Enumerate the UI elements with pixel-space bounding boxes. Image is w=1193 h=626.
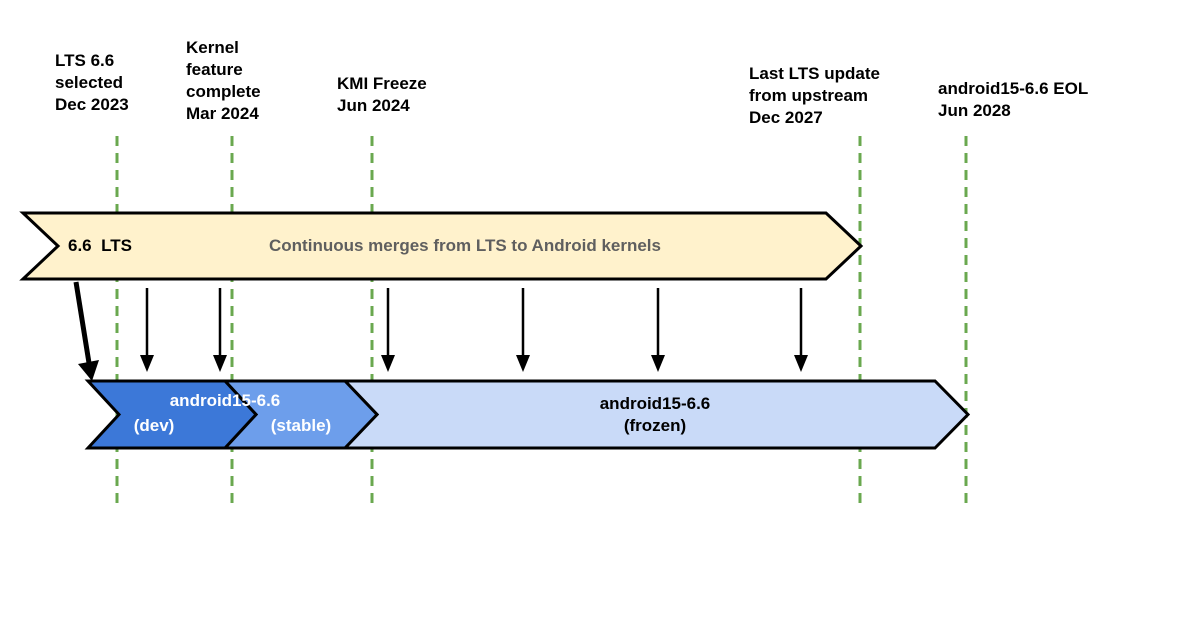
stable-phase-label: (stable) bbox=[270, 416, 332, 435]
dev-phase-label: (dev) bbox=[133, 416, 175, 435]
merge-arrow bbox=[213, 288, 227, 372]
merge-arrow bbox=[381, 288, 395, 372]
dev-segment-shape bbox=[84, 379, 259, 450]
merge-arrow-head bbox=[651, 355, 665, 372]
milestone-label-kmi-freeze: KMI Freeze Jun 2024 bbox=[337, 74, 427, 115]
merge-arrow-head bbox=[794, 355, 808, 372]
lts-merge-description: Continuous merges from LTS to Android ke… bbox=[269, 236, 661, 255]
milestone-label-feature-complete: Kernel feature complete Mar 2024 bbox=[186, 38, 261, 123]
merge-arrow-head bbox=[213, 355, 227, 372]
frozen-phase-label: android15-6.6 (frozen) bbox=[599, 394, 711, 435]
branch-creation-arrow bbox=[73, 281, 99, 381]
branch-name-label: android15-6.6 bbox=[169, 391, 281, 410]
milestone-label-lts-selected: LTS 6.6 selected Dec 2023 bbox=[55, 51, 129, 114]
milestone-label-eol: android15-6.6 EOL Jun 2028 bbox=[938, 79, 1089, 120]
merge-arrow bbox=[516, 288, 530, 372]
lts-banner-shape bbox=[19, 211, 864, 281]
merge-arrows bbox=[140, 288, 808, 372]
merge-arrow-head bbox=[381, 355, 395, 372]
merge-arrow-head bbox=[516, 355, 530, 372]
milestone-dashed-lines bbox=[115, 136, 968, 505]
merge-arrow bbox=[140, 288, 154, 372]
merge-arrow bbox=[794, 288, 808, 372]
lts-version-label: 6.6 LTS bbox=[68, 236, 132, 255]
branch-creation-arrow-head bbox=[78, 360, 99, 381]
merge-arrow-head bbox=[140, 355, 154, 372]
merge-arrow bbox=[651, 288, 665, 372]
branch-creation-arrow-shaft bbox=[73, 281, 92, 364]
milestone-label-last-lts-update: Last LTS update from upstream Dec 2027 bbox=[749, 64, 880, 127]
